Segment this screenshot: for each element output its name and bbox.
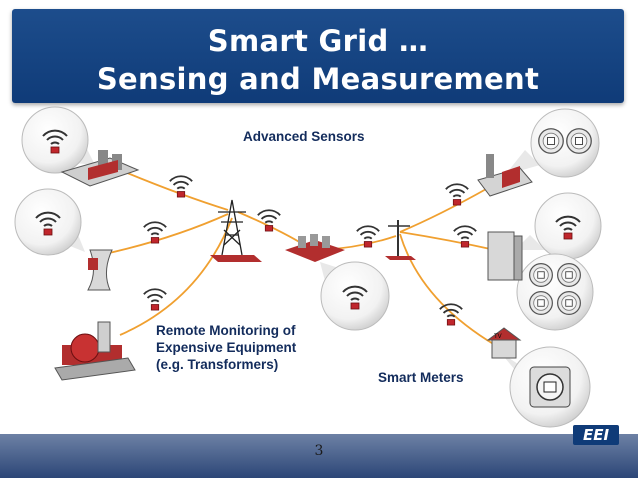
power-plant-icon bbox=[54, 321, 136, 381]
house-icon: TV bbox=[486, 327, 522, 359]
label-smart-meters: Smart Meters bbox=[378, 370, 464, 385]
transmission-tower-icon bbox=[210, 199, 262, 262]
factory-icon bbox=[60, 150, 140, 187]
slide-title-line1: Smart Grid … bbox=[207, 24, 429, 58]
slide-title-line2: Sensing and Measurement bbox=[96, 62, 540, 96]
tv-antenna-label: TV bbox=[494, 334, 502, 340]
cooling-tower-icon bbox=[87, 249, 113, 291]
power-lines bbox=[99, 169, 496, 346]
label-remote-monitoring-line2: Expensive Equipment bbox=[156, 340, 297, 355]
title-bar: Smart Grid … Sensing and Measurement bbox=[12, 9, 624, 103]
label-remote-monitoring-line3: (e.g. Transformers) bbox=[156, 357, 279, 372]
eei-logo: EEI bbox=[573, 425, 619, 445]
office-building-icon bbox=[487, 231, 523, 281]
label-advanced-sensors: Advanced Sensors bbox=[243, 129, 365, 144]
page-number: 3 bbox=[314, 443, 324, 459]
large-meter bbox=[529, 366, 571, 408]
label-remote-monitoring-line1: Remote Monitoring of bbox=[156, 323, 296, 338]
substation-icon bbox=[285, 234, 345, 262]
factory-right-icon bbox=[477, 154, 533, 197]
callout-bubbles bbox=[14, 106, 602, 428]
distribution-pole-icon bbox=[385, 220, 416, 260]
